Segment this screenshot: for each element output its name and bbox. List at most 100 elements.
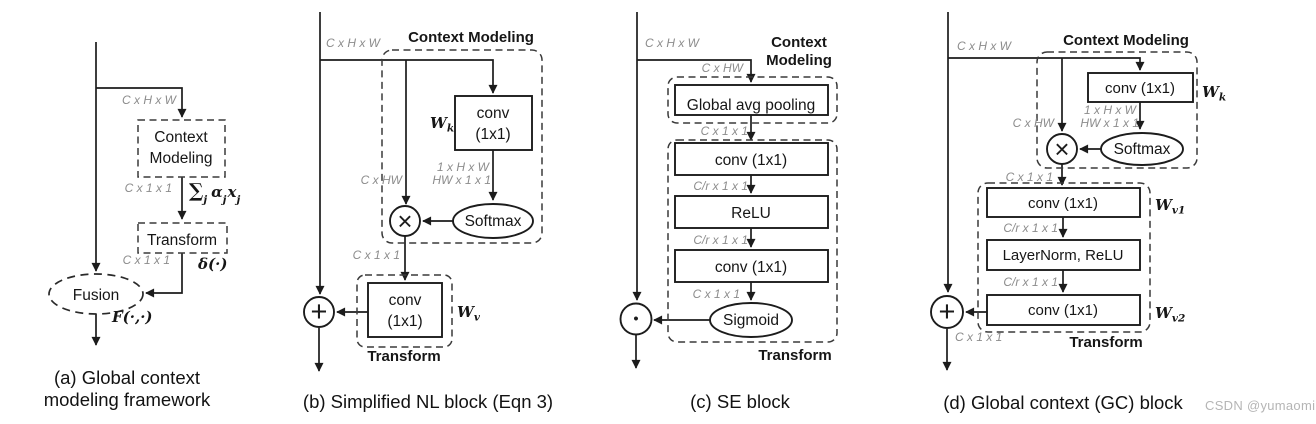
conv-v1-label: conv (1x1)	[1028, 195, 1098, 212]
panel-d-caption: (d) Global context (GC) block	[943, 392, 1183, 413]
conv-key-box	[454, 95, 533, 151]
elementwise-scale-op-circle	[619, 302, 653, 336]
transform-box	[137, 222, 228, 254]
dim-label: C x 1 x 1	[693, 287, 740, 301]
weight-v2-label: Wv2	[1155, 304, 1185, 325]
matmul-op-icon: ×	[397, 206, 412, 236]
softmax-label: Softmax	[1114, 141, 1171, 158]
conv1-label: conv (1x1)	[715, 152, 787, 169]
relu-box	[674, 195, 829, 229]
panel-c: C x H x W C x HW Context Modeling Global…	[619, 12, 838, 412]
context-modeling-label: Context	[154, 129, 208, 146]
weight-value-label: Wv	[457, 303, 481, 324]
conv-value-label: (1x1)	[387, 313, 422, 330]
matmul-op-circle	[389, 205, 421, 237]
add-op-icon: +	[939, 296, 956, 328]
transform-title: Transform	[1069, 334, 1142, 351]
panel-c-caption: (c) SE block	[690, 391, 790, 412]
context-modeling-group-box	[1036, 51, 1198, 169]
branch-to-conv-key	[320, 59, 498, 94]
context-modeling-title: Context Modeling	[1063, 32, 1189, 49]
conv-v1-box	[986, 187, 1141, 218]
dim-label: C x HW	[361, 173, 404, 187]
dim-label: C x HW	[1013, 116, 1056, 130]
transform-title: Transform	[758, 347, 831, 364]
conv-key-box	[1087, 72, 1194, 103]
add-op-circle	[930, 295, 964, 329]
branch-to-context-modeling	[96, 87, 187, 118]
global-avg-pooling-label: Global avg pooling	[687, 97, 815, 114]
transform-group-box	[667, 139, 838, 343]
dim-label: HW x 1 x 1	[1080, 116, 1139, 130]
panel-a-caption: modeling framework	[44, 389, 211, 410]
conv-key-label: conv (1x1)	[1105, 80, 1175, 97]
panel-d: C x H x W Context Modeling conv (1x1) Wk…	[930, 12, 1315, 413]
sigmoid-label: Sigmoid	[723, 312, 779, 329]
dim-label: C x H x W	[957, 39, 1013, 53]
softmax-ellipse	[1100, 132, 1184, 166]
matmul-op-icon: ×	[1054, 134, 1069, 164]
transform-label: Transform	[147, 232, 217, 249]
matmul-op-circle	[1046, 133, 1078, 165]
context-modeling-group-box	[667, 76, 838, 124]
dim-label: C x HW	[702, 61, 745, 75]
transform-title: Transform	[367, 348, 440, 365]
weight-key-label: Wk	[1202, 83, 1226, 104]
add-op-circle	[303, 296, 335, 328]
layernorm-relu-box	[986, 239, 1141, 271]
watermark: CSDN @yumaomi	[1205, 398, 1315, 413]
context-modeling-group-box	[381, 49, 543, 244]
dim-label: C x 1 x 1	[123, 253, 170, 267]
dim-label: C x 1 x 1	[353, 248, 400, 262]
elementwise-scale-op-icon: •	[633, 311, 638, 328]
weight-v1-label: Wv1	[1155, 196, 1185, 217]
conv-key-label: (1x1)	[475, 126, 510, 143]
transform-to-fusion-line	[145, 253, 183, 298]
dim-label: 1 x H x W	[1084, 103, 1138, 117]
dim-label: HW x 1 x 1	[432, 173, 491, 187]
relu-label: ReLU	[731, 205, 771, 222]
transform-group-box	[977, 182, 1151, 333]
weight-key-label: Wk	[430, 114, 454, 135]
dim-label: C/r x 1 x 1	[1003, 221, 1058, 235]
transform-group-box	[356, 274, 453, 348]
conv2-label: conv (1x1)	[715, 259, 787, 276]
softmax-ellipse	[452, 203, 534, 239]
branch-to-pooling	[637, 59, 756, 83]
panel-b-caption: (b) Simplified NL block (Eqn 3)	[303, 391, 553, 412]
dim-label: C x 1 x 1	[701, 124, 748, 138]
conv-value-box	[367, 282, 443, 338]
fusion-ellipse	[48, 273, 144, 315]
dim-label: C x 1 x 1	[1006, 170, 1053, 184]
delta-function-label: δ(·)	[197, 255, 227, 273]
dim-label: C/r x 1 x 1	[1003, 275, 1058, 289]
conv1-box	[674, 142, 829, 176]
dim-label: C x 1 x 1	[125, 181, 172, 195]
fusion-function-label: F(·,·)	[111, 308, 153, 326]
dim-label: C x H x W	[645, 36, 701, 50]
layernorm-relu-label: LayerNorm, ReLU	[1003, 247, 1124, 264]
context-modeling-box	[137, 119, 226, 178]
softmax-label: Softmax	[465, 213, 522, 230]
dim-label: C/r x 1 x 1	[693, 233, 748, 247]
conv2-box	[674, 249, 829, 283]
conv-value-label: conv	[389, 292, 422, 309]
dim-label: 1 x H x W	[437, 160, 491, 174]
dim-label: C x H x W	[122, 93, 178, 107]
panel-b: C x H x W Context Modeling conv (1x1) Wk…	[303, 12, 553, 412]
sigmoid-ellipse	[709, 302, 793, 338]
global-avg-pooling-box	[674, 84, 829, 116]
context-modeling-title: Context	[771, 34, 827, 51]
fusion-label: Fusion	[73, 287, 120, 304]
conv-key-label: conv	[477, 105, 510, 122]
context-modeling-label: Modeling	[150, 150, 213, 167]
dim-label: C x 1 x 1	[955, 330, 1002, 344]
context-modeling-title: Context Modeling	[408, 29, 534, 46]
context-modeling-title: Modeling	[766, 52, 832, 69]
conv-v2-label: conv (1x1)	[1028, 302, 1098, 319]
branch-to-conv-key	[948, 57, 1145, 71]
